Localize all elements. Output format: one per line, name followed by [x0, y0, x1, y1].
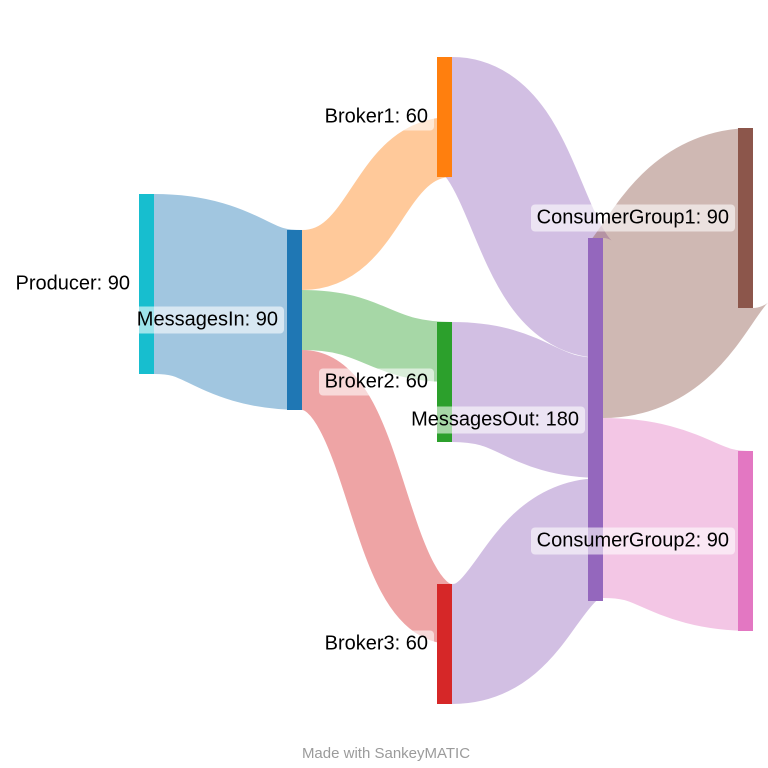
flows-layer: [150, 57, 768, 704]
flow-MessagesIn-Broker1: [299, 117, 455, 290]
flow-Broker2-MessagesOut: [450, 322, 605, 478]
flow-MessagesIn-Broker3: [297, 350, 457, 644]
node-ConsumerGroup2[interactable]: [738, 451, 753, 631]
flow-MessagesOut-ConsumerGroup1: [584, 128, 768, 418]
node-Broker1[interactable]: [437, 57, 452, 177]
flow-Producer-MessagesIn: [150, 194, 306, 410]
node-ConsumerGroup1[interactable]: [738, 128, 753, 308]
nodes-layer: [139, 57, 753, 704]
flow-MessagesOut-ConsumerGroup2: [600, 418, 756, 631]
flow-MessagesIn-Broker2: [301, 290, 453, 382]
node-Producer[interactable]: [139, 194, 154, 374]
flow-Broker3-MessagesOut: [447, 478, 608, 704]
node-Broker3[interactable]: [437, 584, 452, 704]
node-MessagesIn[interactable]: [287, 230, 302, 410]
node-MessagesOut[interactable]: [588, 238, 603, 601]
node-Broker2[interactable]: [437, 322, 452, 442]
flow-Broker1-MessagesOut: [438, 57, 617, 358]
credit-text: Made with SankeyMATIC: [301, 745, 471, 762]
